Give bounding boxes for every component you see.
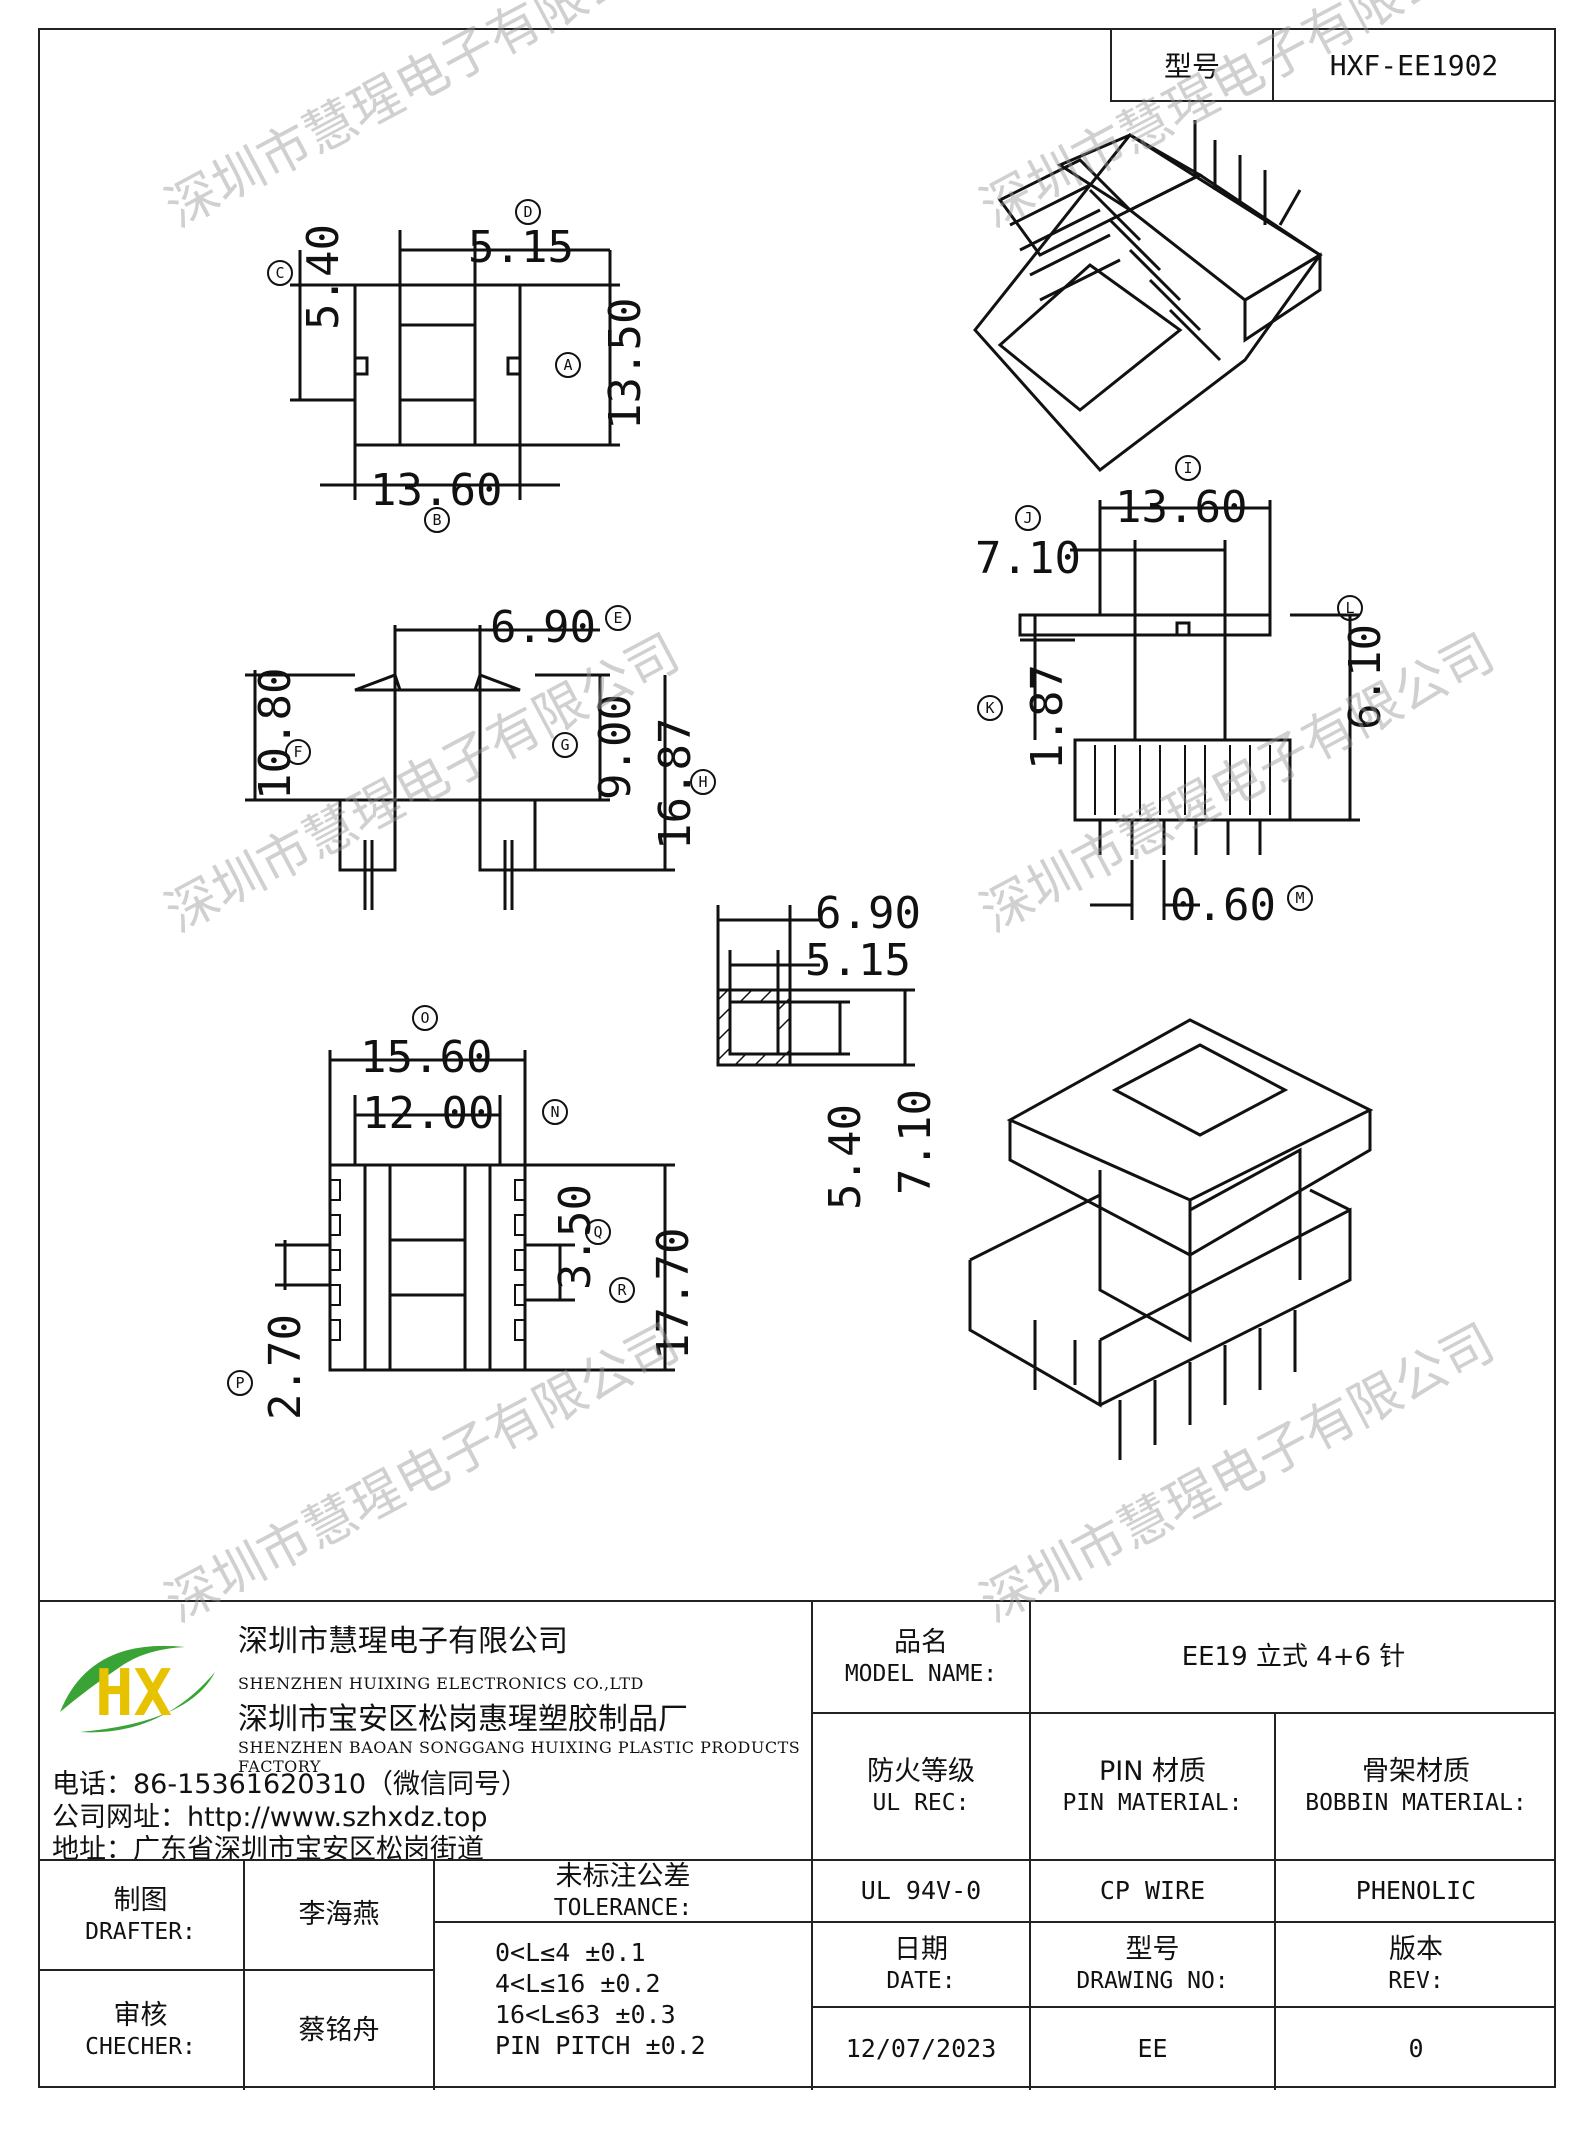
tag-p: P [235, 1374, 244, 1392]
model-name-label: 品名 MODEL NAME: [811, 1602, 1029, 1712]
model-label: 型号 [1112, 30, 1274, 100]
tag-g: G [560, 736, 569, 754]
dim-f: 10.80 [250, 668, 301, 800]
company-website: 公司网址：http://www.szhxdz.top [52, 1802, 488, 1833]
tag-d: D [523, 203, 532, 221]
company-phone: 电话：86-15361620310（微信同号） [52, 1769, 529, 1800]
company-info: HX 深圳市慧瑆电子有限公司 SHENZHEN HUIXING ELECTRON… [38, 1602, 808, 1867]
rev-label: 版本 REV: [1274, 1921, 1556, 2006]
dim-section-a: 6.90 [815, 888, 921, 939]
rev-value: 0 [1274, 2006, 1556, 2090]
factory-name-cn: 深圳市宝安区松岗惠瑆塑胶制品厂 [238, 1702, 688, 1737]
tag-o: O [420, 1009, 429, 1027]
technical-drawing: 5.40 5.15 13.50 13.60 6.90 10.80 9.00 16… [227, 120, 1391, 1460]
dim-d: 5.15 [468, 222, 574, 273]
pin-material-label: PIN 材质 PIN MATERIAL: [1029, 1712, 1274, 1859]
tag-q: Q [593, 1223, 602, 1241]
dim-p: 2.70 [260, 1314, 311, 1420]
ul-rec-label: 防火等级 UL REC: [811, 1712, 1029, 1859]
isometric-view-bottom [968, 1018, 1374, 1460]
model-name-value: EE19 立式 4+6 针 [1029, 1602, 1556, 1712]
logo-text: HX [95, 1657, 172, 1731]
bottom-view [275, 1050, 675, 1372]
tag-l: L [1345, 599, 1354, 617]
dim-g: 9.00 [590, 694, 641, 800]
dim-m: 0.60 [1170, 880, 1276, 931]
tag-i: I [1183, 459, 1192, 477]
tag-f: F [293, 743, 302, 761]
tolerance-line-2: 4<L≤16 ±0.2 [495, 1969, 661, 1998]
tag-e: E [613, 609, 622, 627]
dim-i: 13.60 [1115, 482, 1247, 533]
bobbin-material-label: 骨架材质 BOBBIN MATERIAL: [1274, 1712, 1556, 1859]
dim-e: 6.90 [490, 602, 596, 653]
dim-r: 17.70 [648, 1228, 699, 1360]
tolerance-line-3: 16<L≤63 ±0.3 [495, 2000, 676, 2029]
tolerance-label: 未标注公差 TOLERANCE: [433, 1859, 811, 1921]
checker-label: 审核 CHECHER: [38, 1969, 243, 2090]
dim-section-d: 7.10 [890, 1089, 941, 1195]
tag-c: C [275, 264, 284, 282]
title-block: HX 深圳市慧瑆电子有限公司 SHENZHEN HUIXING ELECTRON… [38, 1600, 1556, 2090]
drawing-frame [38, 28, 1556, 2088]
checker-name: 蔡铭舟 [243, 1969, 433, 2090]
tag-m: M [1295, 889, 1304, 907]
tag-j: J [1023, 509, 1032, 527]
tag-a: A [563, 356, 572, 374]
dim-l: 6.10 [1340, 624, 1391, 730]
tag-h: H [698, 773, 707, 791]
dim-c: 5.40 [298, 224, 349, 330]
dim-j: 7.10 [975, 533, 1081, 584]
tag-k: K [985, 699, 994, 717]
dim-o: 15.60 [360, 1032, 492, 1083]
ul-rec-value: UL 94V-0 [811, 1859, 1029, 1921]
side-view-right [1018, 500, 1360, 920]
tag-r: R [617, 1281, 627, 1299]
pin-material-value: CP WIRE [1029, 1859, 1274, 1921]
tolerance-table: 0<L≤4 ±0.1 4<L≤16 ±0.2 16<L≤63 ±0.3 PIN … [433, 1921, 811, 2090]
company-logo: HX [60, 1645, 215, 1733]
dim-section-b: 5.15 [805, 935, 911, 986]
dim-section-c: 5.40 [820, 1104, 871, 1210]
bobbin-material-value: PHENOLIC [1274, 1859, 1556, 1921]
company-name-cn: 深圳市慧瑆电子有限公司 [238, 1624, 568, 1659]
drawing-no-value: EE [1029, 2006, 1274, 2090]
tolerance-line-4: PIN PITCH ±0.2 [495, 2031, 706, 2060]
date-value: 12/07/2023 [811, 2006, 1029, 2090]
drawing-no-label: 型号 DRAWING NO: [1029, 1921, 1274, 2006]
side-view-left [245, 625, 675, 910]
dim-q: 3.50 [550, 1184, 601, 1290]
drafter-label: 制图 DRAFTER: [38, 1859, 243, 1969]
dim-a: 13.50 [600, 298, 651, 430]
date-label: 日期 DATE: [811, 1921, 1029, 2006]
dim-k: 1.87 [1022, 664, 1073, 770]
drafter-name: 李海燕 [243, 1859, 433, 1969]
dim-n: 12.00 [362, 1088, 494, 1139]
section-view [716, 905, 915, 1067]
top-view [290, 230, 620, 500]
model-value: HXF-EE1902 [1329, 48, 1499, 82]
isometric-view-top [973, 120, 1323, 473]
model-box: 型号 HXF-EE1902 [1110, 28, 1556, 102]
dim-h: 16.87 [650, 718, 701, 850]
tolerance-line-1: 0<L≤4 ±0.1 [495, 1938, 646, 1967]
tag-b: B [432, 511, 441, 529]
tag-n: N [550, 1103, 559, 1121]
factory-name-en: SHENZHEN BAOAN SONGGANG HUIXING PLASTIC … [238, 1738, 801, 1776]
company-name-en: SHENZHEN HUIXING ELECTRONICS CO.,LTD [238, 1674, 644, 1693]
